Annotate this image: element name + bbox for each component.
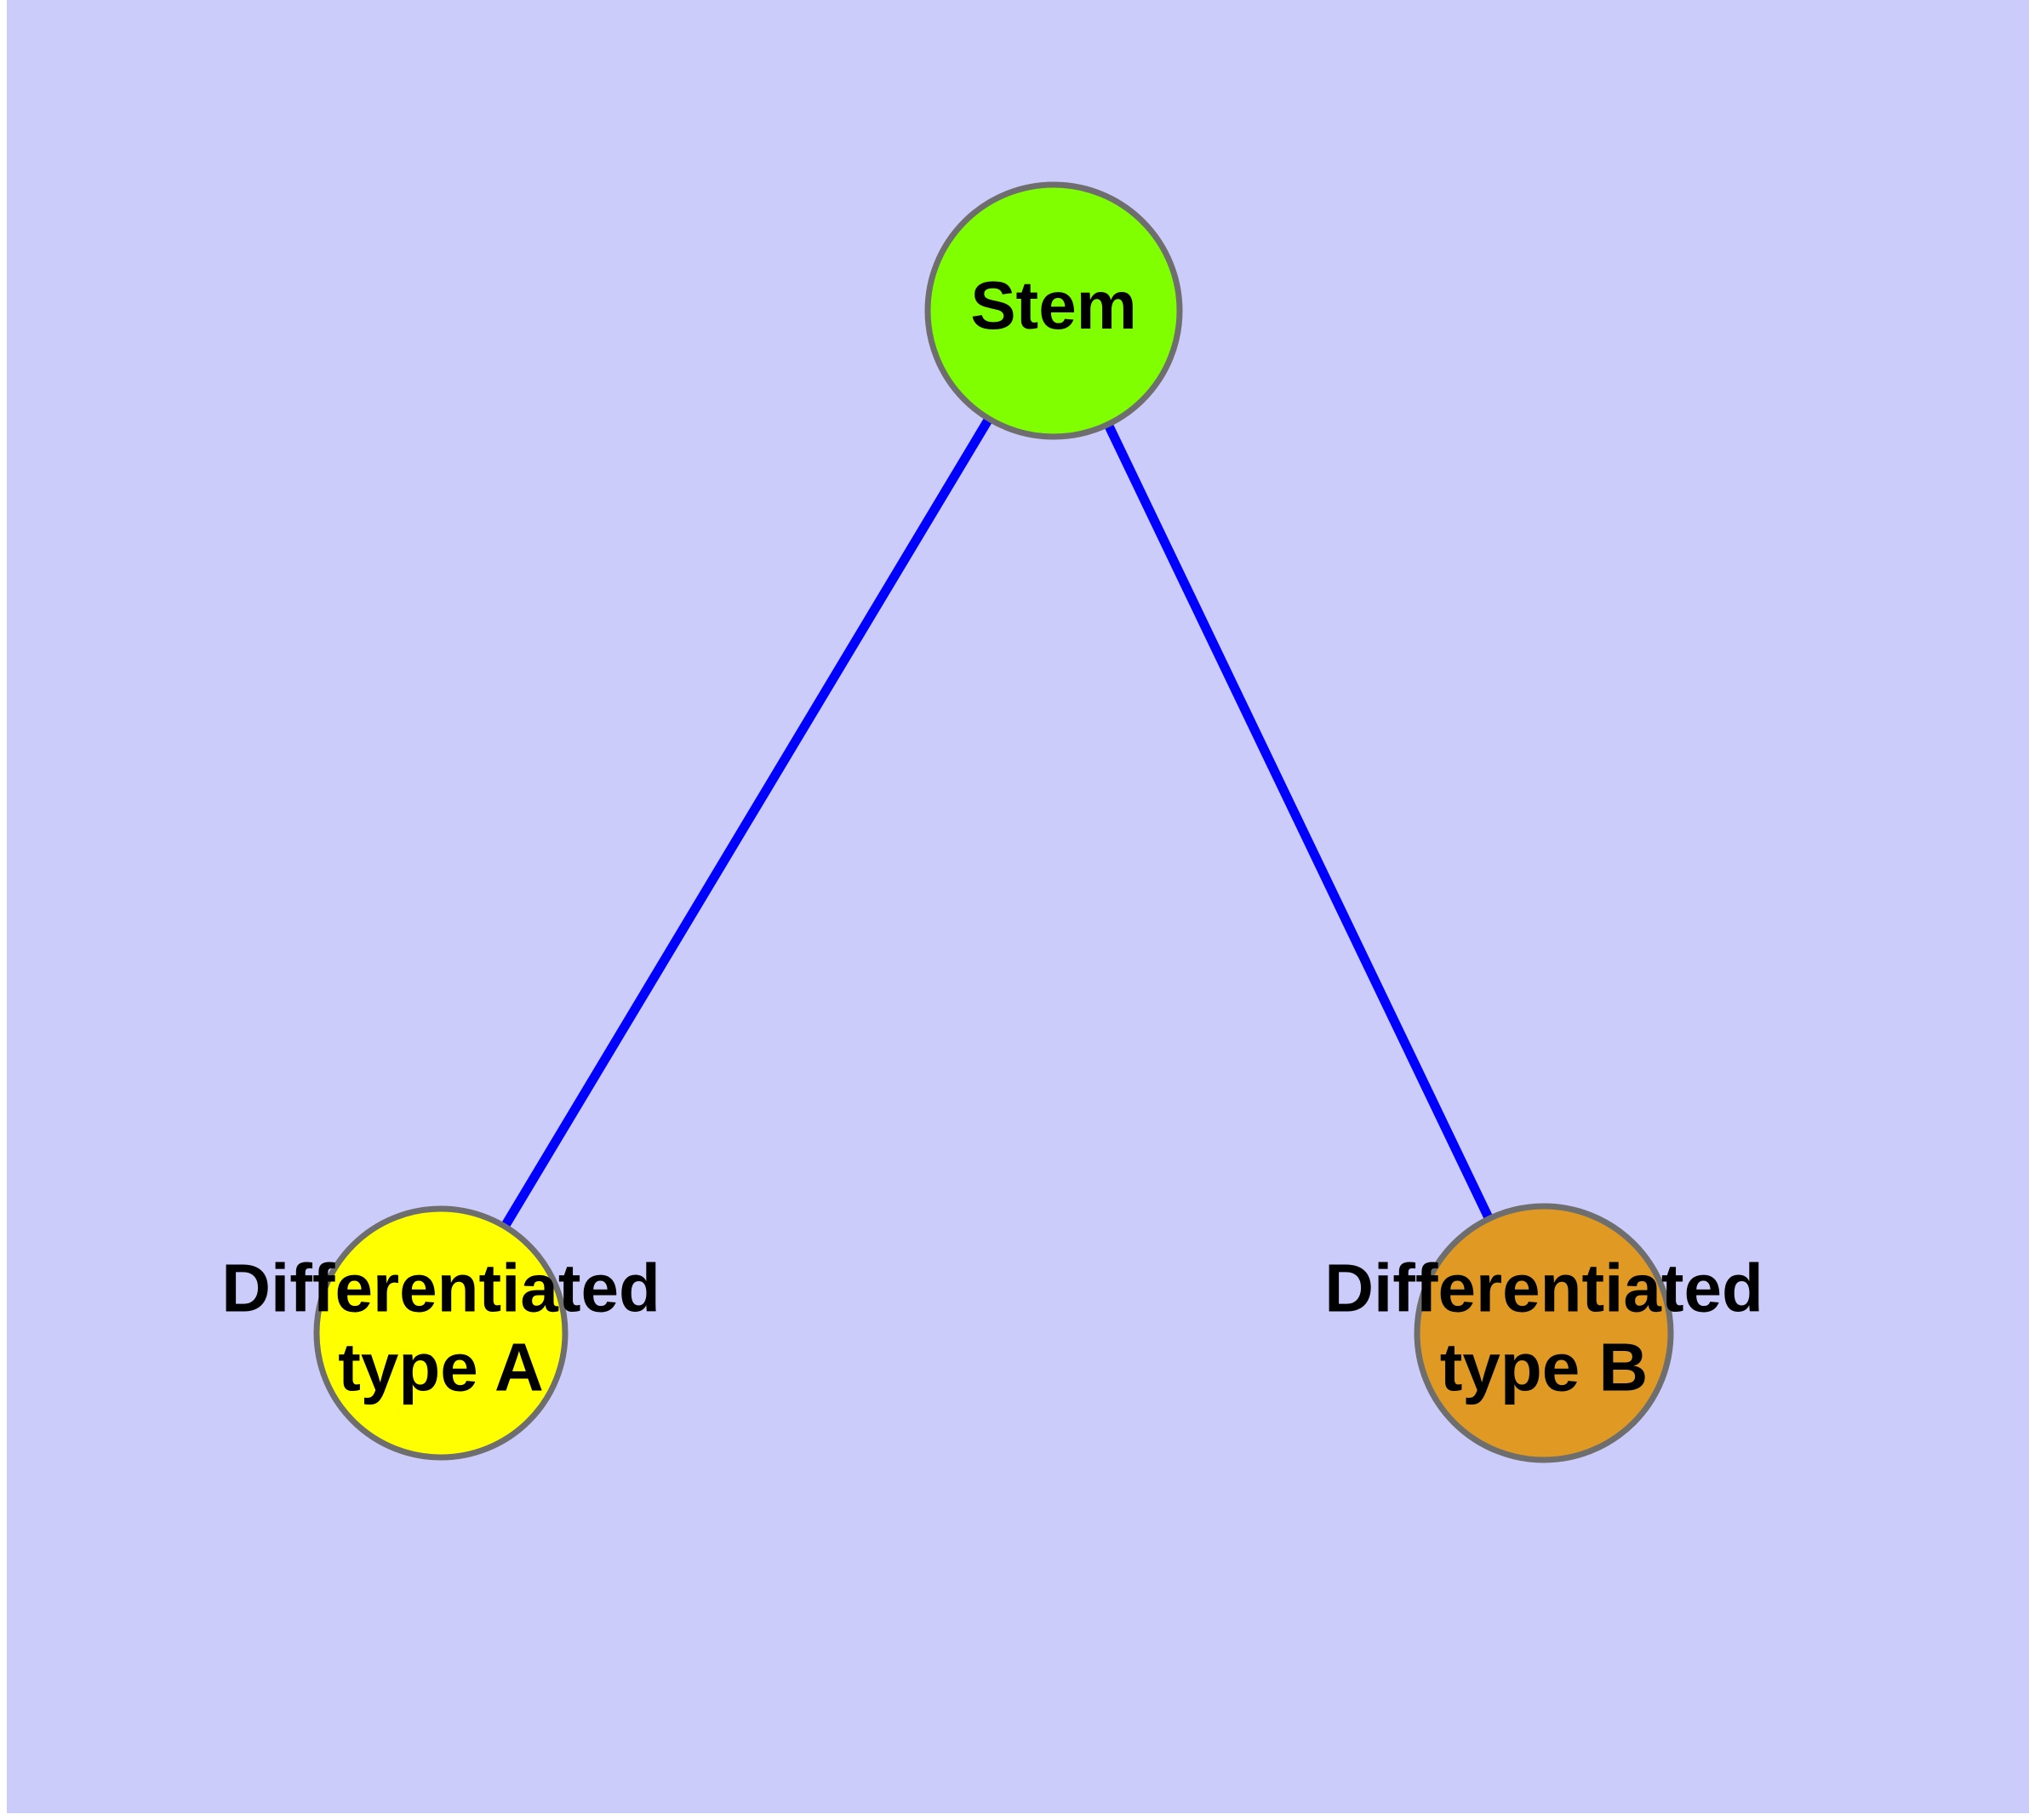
- node-label-line: type B: [1440, 1330, 1649, 1405]
- node-label-line: type A: [338, 1330, 544, 1405]
- node-label-line: Differentiated: [1324, 1251, 1763, 1326]
- node-label-stem: Stem: [970, 267, 1137, 343]
- node-label-line: Stem: [970, 267, 1137, 343]
- nodes-layer: [313, 181, 1674, 1463]
- edge-stem-diff-b: [1049, 308, 1548, 1336]
- edges-layer: [437, 308, 1548, 1336]
- node-diff_a[interactable]: [313, 1205, 569, 1461]
- node-stem[interactable]: [924, 181, 1183, 440]
- node-label-line: Differentiated: [221, 1251, 660, 1326]
- edge-stem-diff-a: [437, 308, 1058, 1336]
- node-diff_b[interactable]: [1414, 1203, 1674, 1463]
